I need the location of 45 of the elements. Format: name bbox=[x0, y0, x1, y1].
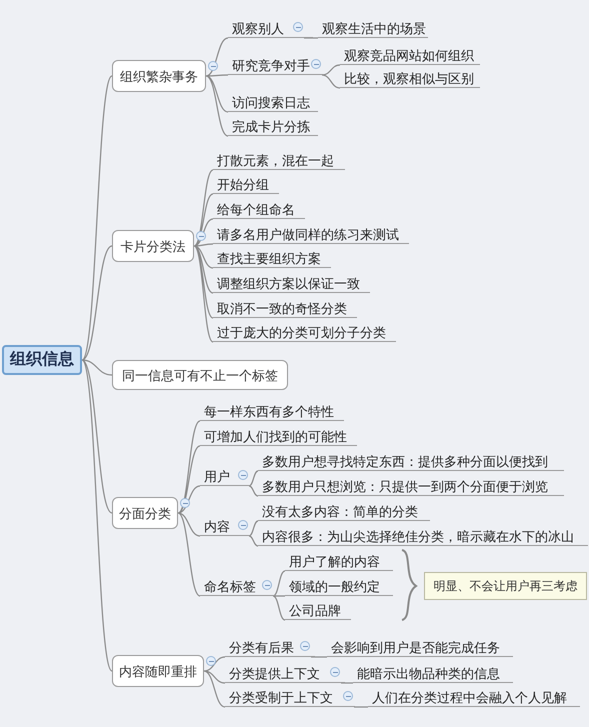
connector-line bbox=[205, 37, 229, 137]
connector-line bbox=[177, 420, 201, 597]
subtopic-text: 多数用户只想浏览：只提供一到两个分面便于浏览 bbox=[258, 474, 564, 496]
topic-box: 内容随即重排 bbox=[112, 655, 204, 687]
root-topic-box: 组织信息 bbox=[2, 345, 82, 375]
subtopic-text: 观察生活中的场景 bbox=[318, 16, 428, 38]
connector-line bbox=[304, 37, 318, 39]
subtopic-text: 用户了解的内容 bbox=[285, 549, 393, 571]
connector-line bbox=[248, 470, 259, 497]
subtopic-text: 每一样东西有多个特性 bbox=[200, 399, 344, 421]
connector-line bbox=[248, 520, 259, 547]
subtopic-text: 内容很多：为山尖选择绝佳分类，暗示藏在水下的冰山 bbox=[258, 524, 588, 546]
subtopic-text: 给每个组命名 bbox=[213, 197, 305, 219]
topic-box: 分面分类 bbox=[112, 497, 178, 529]
connector-line bbox=[203, 656, 226, 708]
subtopic-text: 没有太多内容：简单的分类 bbox=[258, 499, 430, 521]
subtopic-text: 会影响到用户是否能完成任务 bbox=[327, 635, 513, 657]
connector-line bbox=[321, 64, 341, 89]
subtopic-text: 取消不一致的奇怪分类 bbox=[213, 296, 357, 318]
subtopic-text: 访问搜索日志 bbox=[228, 90, 318, 112]
subtopic-text: 开始分组 bbox=[213, 172, 279, 194]
connector-line bbox=[354, 706, 368, 708]
subtopic-text: 观察竞品网站如何组织 bbox=[340, 43, 480, 65]
subtopic-text: 比较，观察相似与区别 bbox=[340, 66, 480, 88]
connector-line bbox=[81, 75, 113, 672]
subtopic-text: 打散元素，混在一起 bbox=[213, 148, 345, 170]
subtopic-text: 调整组织方案以保证一致 bbox=[213, 271, 370, 293]
subtopic-text: 请多名用户做同样的练习来测试 bbox=[213, 222, 409, 244]
subtopic-text: 过于庞大的分类可划分子分类 bbox=[213, 320, 396, 342]
subtopic-text: 领域的一般约定 bbox=[285, 574, 393, 596]
connector-line bbox=[341, 682, 353, 684]
subtopic-text: 公司品牌 bbox=[285, 598, 351, 620]
subtopic-text: 查找主要组织方案 bbox=[213, 246, 331, 268]
topic-box: 组织繁杂事务 bbox=[112, 60, 206, 92]
connector-line bbox=[272, 570, 286, 621]
subtopic-text: 可增加人们找到的可能性 bbox=[200, 424, 357, 446]
note-box: 明显、不会让用户再三考虑 bbox=[424, 572, 587, 600]
topic-box: 同一信息可有不止一个标签 bbox=[112, 360, 288, 390]
subtopic-text: 能暗示出物品种类的信息 bbox=[353, 661, 513, 683]
subtopic-text: 完成卡片分拣 bbox=[228, 114, 318, 136]
subtopic-text: 多数用户想寻找特定东西：提供多种分面以便找到 bbox=[258, 449, 564, 471]
subtopic-text: 人们在分类过程中会融入个人见解 bbox=[368, 685, 580, 707]
connector-line bbox=[311, 656, 327, 658]
topic-box: 卡片分类法 bbox=[112, 230, 194, 262]
connector-line bbox=[193, 169, 214, 343]
